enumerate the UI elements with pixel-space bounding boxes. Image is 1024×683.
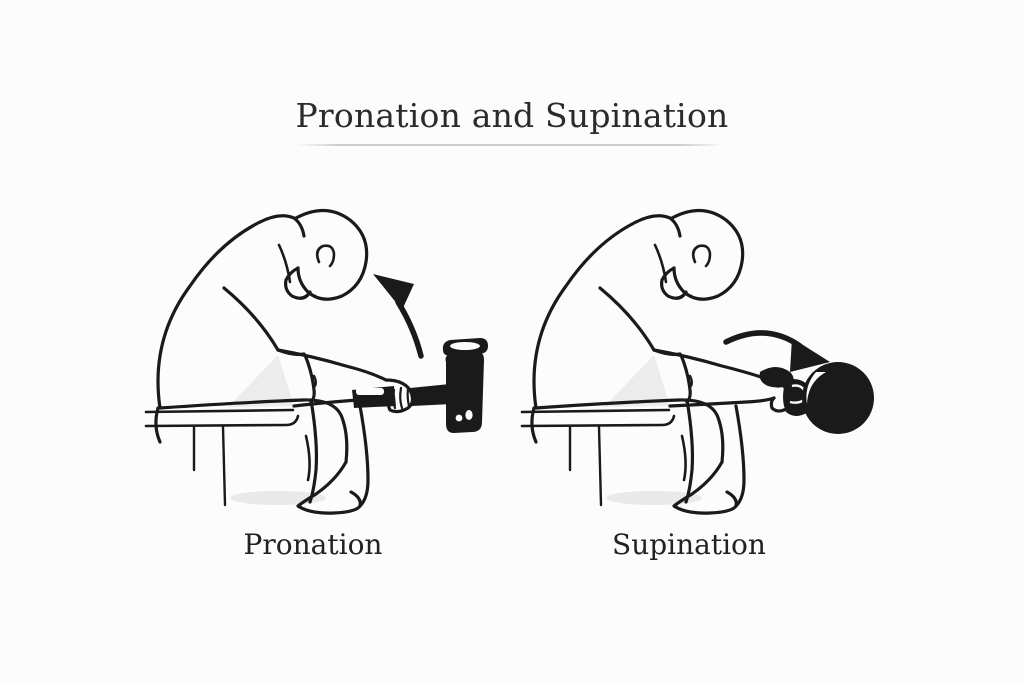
forearm-thigh-contact-wedge xyxy=(604,355,670,407)
hammer-side-view xyxy=(352,338,488,433)
bench xyxy=(144,408,300,507)
thigh-and-hip xyxy=(534,398,725,464)
sleeve-seam xyxy=(598,286,656,352)
torso-crease xyxy=(688,374,693,388)
upper-arm-top xyxy=(276,348,388,382)
neck-back-line xyxy=(277,243,292,284)
page-title: Pronation and Supination xyxy=(295,96,729,135)
figure-pronation xyxy=(98,150,528,530)
figure-supination xyxy=(474,150,904,530)
back-contour xyxy=(156,220,262,410)
far-leg xyxy=(308,398,319,504)
jaw-and-chin xyxy=(660,266,688,300)
upper-arm-top xyxy=(652,348,766,380)
hip-back-contour xyxy=(530,406,538,444)
back-contour xyxy=(532,220,638,410)
forearm-thigh-contact-wedge xyxy=(228,355,294,407)
forearm-bottom xyxy=(668,396,776,408)
hammer-end-on-view xyxy=(759,362,874,434)
head xyxy=(294,208,369,301)
title-divider xyxy=(296,144,724,146)
sleeve-seam xyxy=(222,286,280,352)
shin-and-foot xyxy=(672,460,738,515)
shoulder-and-neck xyxy=(258,214,306,238)
hip-back-contour xyxy=(154,406,162,444)
finger-line-3 xyxy=(406,386,411,408)
thigh-and-hip xyxy=(158,398,349,464)
ankle-line xyxy=(734,404,746,508)
neck-back-line xyxy=(653,243,668,284)
knee-crease xyxy=(304,434,311,482)
torso-crease xyxy=(312,374,317,388)
finger-line-2 xyxy=(399,386,404,410)
caption-pronation: Pronation xyxy=(243,528,383,561)
ear xyxy=(691,244,712,268)
far-leg xyxy=(684,398,695,504)
panel-supination: Supination xyxy=(474,150,904,590)
panel-pronation: Pronation xyxy=(98,150,528,590)
shoulder-and-neck xyxy=(634,214,682,238)
rotation-arrow-counterclockwise xyxy=(373,274,424,359)
abdomen-contour xyxy=(303,353,316,404)
knee-crease xyxy=(680,434,687,482)
jaw-and-chin xyxy=(284,266,312,300)
bench xyxy=(520,408,676,507)
caption-supination: Supination xyxy=(612,528,766,561)
shin-and-foot xyxy=(296,460,362,515)
ankle-line xyxy=(358,404,370,508)
abdomen-contour xyxy=(679,353,692,404)
ear xyxy=(315,244,336,268)
rotation-arrow-clockwise xyxy=(723,330,830,372)
head xyxy=(670,208,745,301)
